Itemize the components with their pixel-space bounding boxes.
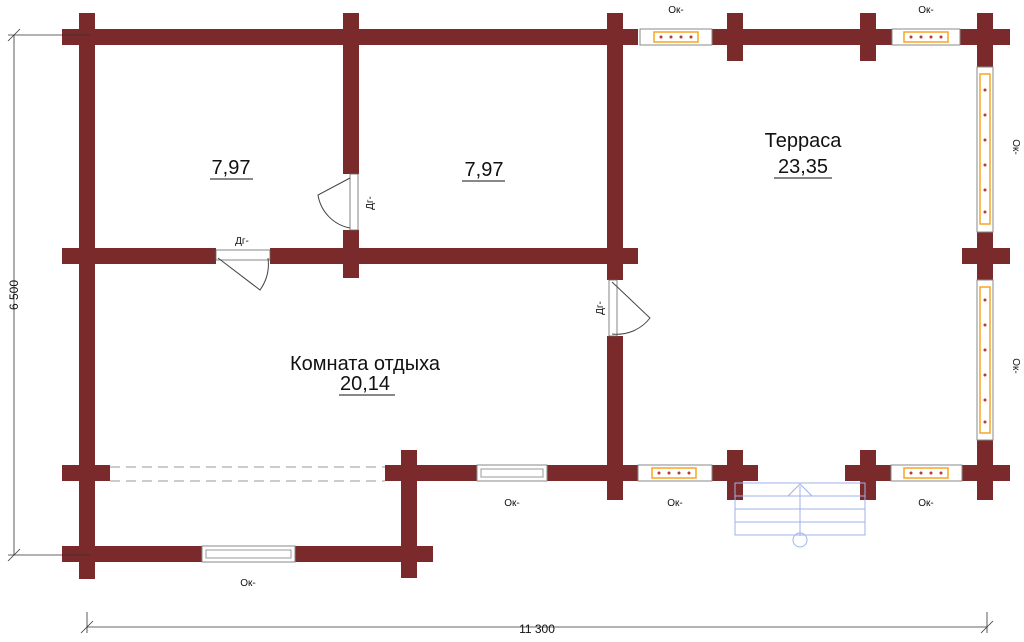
window-label: Ок-	[1010, 358, 1021, 373]
window-annex	[201, 545, 296, 563]
wall-left	[79, 29, 95, 579]
window-lounge	[476, 464, 548, 482]
wall-annex-a	[62, 546, 202, 562]
wall-top-left	[62, 29, 612, 45]
room-left-top-area: 7,97	[212, 157, 251, 179]
post	[860, 450, 876, 500]
wall-right-top	[977, 29, 993, 67]
wall-mid-right	[270, 248, 638, 264]
window-label: Ок-	[667, 498, 682, 509]
door-label: Дг-	[235, 236, 249, 247]
post	[860, 13, 876, 61]
open-passage	[110, 466, 385, 482]
wall-bottom-b	[547, 465, 638, 481]
terrace-entrance-opening	[758, 465, 845, 481]
window-label: Ок-	[504, 498, 519, 509]
wall-mid-left	[62, 248, 216, 264]
wall-center-upper	[607, 29, 623, 264]
window-bottom-terrace-2	[890, 464, 963, 482]
window-label: Ок-	[668, 5, 683, 16]
walls	[62, 13, 1010, 579]
entrance-stairs	[734, 482, 866, 548]
wall-bottom-a	[385, 465, 477, 481]
wall-bottom-left-stub	[62, 465, 110, 481]
doors	[215, 173, 651, 337]
door-small-rooms	[317, 173, 359, 231]
lounge-name: Комната отдыха	[290, 353, 441, 375]
window-label: Ок-	[918, 5, 933, 16]
door-lounge	[215, 249, 271, 291]
post	[727, 450, 743, 500]
height-dimension: 6 500	[7, 280, 21, 310]
window-right-2	[976, 279, 994, 441]
window-label: Ок-	[240, 578, 255, 589]
wall-partition-upper	[343, 29, 359, 174]
post	[977, 232, 993, 280]
terrace-name: Терраса	[765, 130, 843, 152]
window-bottom-terrace-1	[637, 464, 713, 482]
room-mid-top-area: 7,97	[465, 159, 504, 181]
window-right-1	[976, 66, 994, 233]
window-label: Ок-	[918, 498, 933, 509]
window-label: Ок-	[1010, 139, 1021, 154]
door-terrace	[608, 279, 651, 337]
lounge-area: 20,14	[340, 373, 390, 395]
windows	[201, 28, 994, 563]
post	[727, 13, 743, 61]
wall-annex-b	[295, 546, 433, 562]
post	[607, 450, 623, 500]
wall-top-terrace	[712, 29, 892, 45]
door-label: Дг-	[595, 301, 606, 315]
terrace-area: 23,35	[778, 156, 828, 178]
width-dimension: 11 300	[519, 622, 555, 636]
window-top-1	[639, 28, 713, 46]
room-labels: 7,97 7,97 Терраса 23,35 Комната отдыха 2…	[210, 130, 843, 396]
opening-labels: Дг- Дг- Дг- Ок- Ок- Ок- Ок- Ок- Ок- Ок- …	[235, 5, 1021, 589]
door-label: Дг-	[365, 196, 376, 210]
dimension-lines: 6 500 11 300	[7, 28, 994, 636]
post	[977, 450, 993, 500]
window-top-2	[891, 28, 961, 46]
